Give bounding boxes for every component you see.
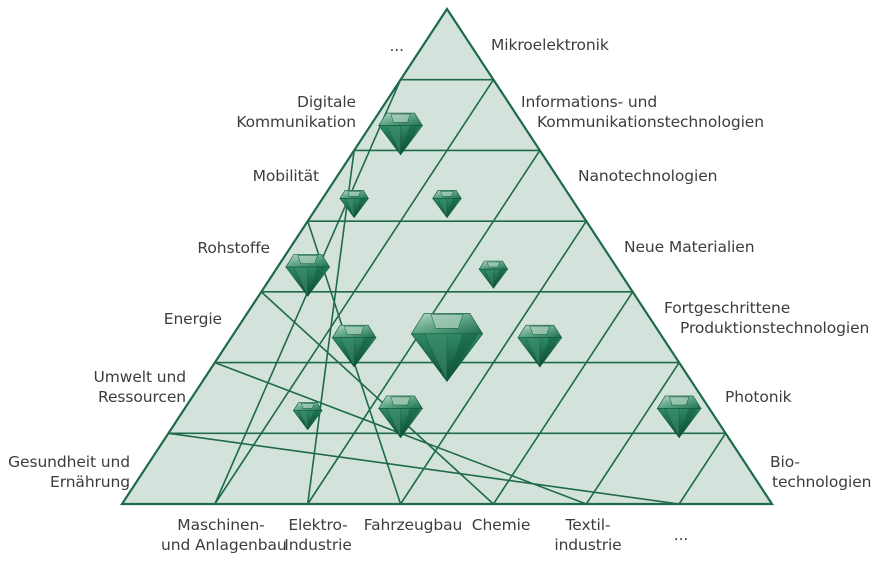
diamond-gem-icon	[478, 260, 509, 289]
label-line: Kommunikationstechnologien	[537, 113, 764, 131]
grid-line-diagonal	[678, 432, 727, 505]
label-line: Digitale	[296, 93, 356, 111]
diamond-gem-icon	[432, 189, 462, 219]
left-label-energie: Energie	[164, 309, 222, 329]
right-label-neue-materialien: Neue Materialien	[624, 237, 755, 257]
label-line: Ressourcen	[98, 388, 186, 406]
label-line: Kommunikation	[236, 113, 356, 131]
diamond-gem-icon	[656, 395, 702, 439]
label-line: industrie	[554, 536, 622, 554]
label-line: Industrie	[284, 536, 352, 554]
bottom-label-maschinenbau: Maschinen- und Anlagenbau	[161, 515, 287, 555]
label-line: Gesundheit und	[8, 453, 130, 471]
left-label-gesundheit-ernaehrung: Gesundheit und Ernährung	[8, 452, 130, 492]
gem-layer	[285, 112, 702, 439]
label-line: Ernährung	[50, 473, 130, 491]
right-label-produktionstechnologien: Fortgeschrittene Produktionstechnologien	[664, 298, 869, 338]
diamond-gem-icon	[331, 324, 377, 368]
left-label-umwelt-ressourcen: Umwelt und Ressourcen	[93, 367, 187, 407]
outer-triangle	[119, 6, 775, 506]
label-line: Rohstoffe	[197, 239, 270, 257]
diamond-gem-icon	[410, 313, 484, 383]
right-label-nanotechnologien: Nanotechnologien	[578, 166, 717, 186]
right-label-iuk-technologien: Informations- und Kommunikationstechnolo…	[521, 92, 764, 132]
label-line: Chemie	[471, 516, 531, 534]
label-line: Elektro-	[288, 516, 348, 534]
bottom-label-elektroindustrie: Elektro- Industrie	[278, 515, 358, 555]
bottom-label-fahrzeugbau: Fahrzeugbau	[358, 515, 468, 535]
diamond-gem-icon	[292, 402, 323, 431]
grid-line-diagonal	[260, 291, 494, 505]
right-label-biotechnologien: Bio- technologien	[770, 452, 871, 492]
label-line: Textil-	[565, 516, 611, 534]
diamond-gem-icon	[378, 112, 424, 156]
label-line: technologien	[772, 473, 872, 491]
grid-line-diagonal	[168, 432, 680, 505]
bottom-label-textilindustrie: Textil- industrie	[548, 515, 628, 555]
diamond-gem-icon	[517, 324, 563, 368]
left-label-mobilitaet: Mobilität	[253, 166, 319, 186]
left-label-misc: ...	[389, 36, 405, 56]
grid-line-diagonal	[214, 79, 495, 505]
label-line: Fahrzeugbau	[363, 516, 463, 534]
label-line: Energie	[163, 310, 222, 328]
diamond-gem-icon	[339, 189, 370, 219]
diamond-gem-icon	[285, 254, 331, 297]
label-line: Bio-	[770, 453, 800, 471]
label-line: Mobilität	[252, 167, 319, 185]
right-label-photonik: Photonik	[725, 387, 792, 407]
bottom-label-chemie: Chemie	[466, 515, 536, 535]
label-line: ...	[673, 526, 689, 544]
grid-line-diagonal	[306, 150, 355, 505]
label-line: Umwelt und	[93, 368, 187, 386]
label-line: Nanotechnologien	[578, 167, 718, 185]
label-line: Fortgeschrittene	[664, 299, 791, 317]
label-line: Photonik	[725, 388, 792, 406]
label-line: Produktionstechnologien	[680, 319, 870, 337]
diamond-gem-icon	[378, 395, 424, 439]
right-label-mikroelektronik: Mikroelektronik	[491, 35, 609, 55]
label-line: Maschinen-	[177, 516, 265, 534]
label-line: Mikroelektronik	[491, 36, 609, 54]
label-line: und Anlagenbau	[161, 536, 287, 554]
grid-line-diagonal	[492, 291, 634, 505]
label-line: Neue Materialien	[624, 238, 755, 256]
left-label-digitale-kommunikation: Digitale Kommunikation	[236, 92, 356, 132]
bottom-label-misc: ...	[666, 525, 696, 545]
label-line: ...	[389, 37, 405, 55]
grid-line-diagonal	[585, 362, 680, 505]
grid-line-diagonal	[399, 220, 587, 505]
label-line: Informations- und	[521, 93, 658, 111]
left-label-rohstoffe: Rohstoffe	[197, 238, 270, 258]
